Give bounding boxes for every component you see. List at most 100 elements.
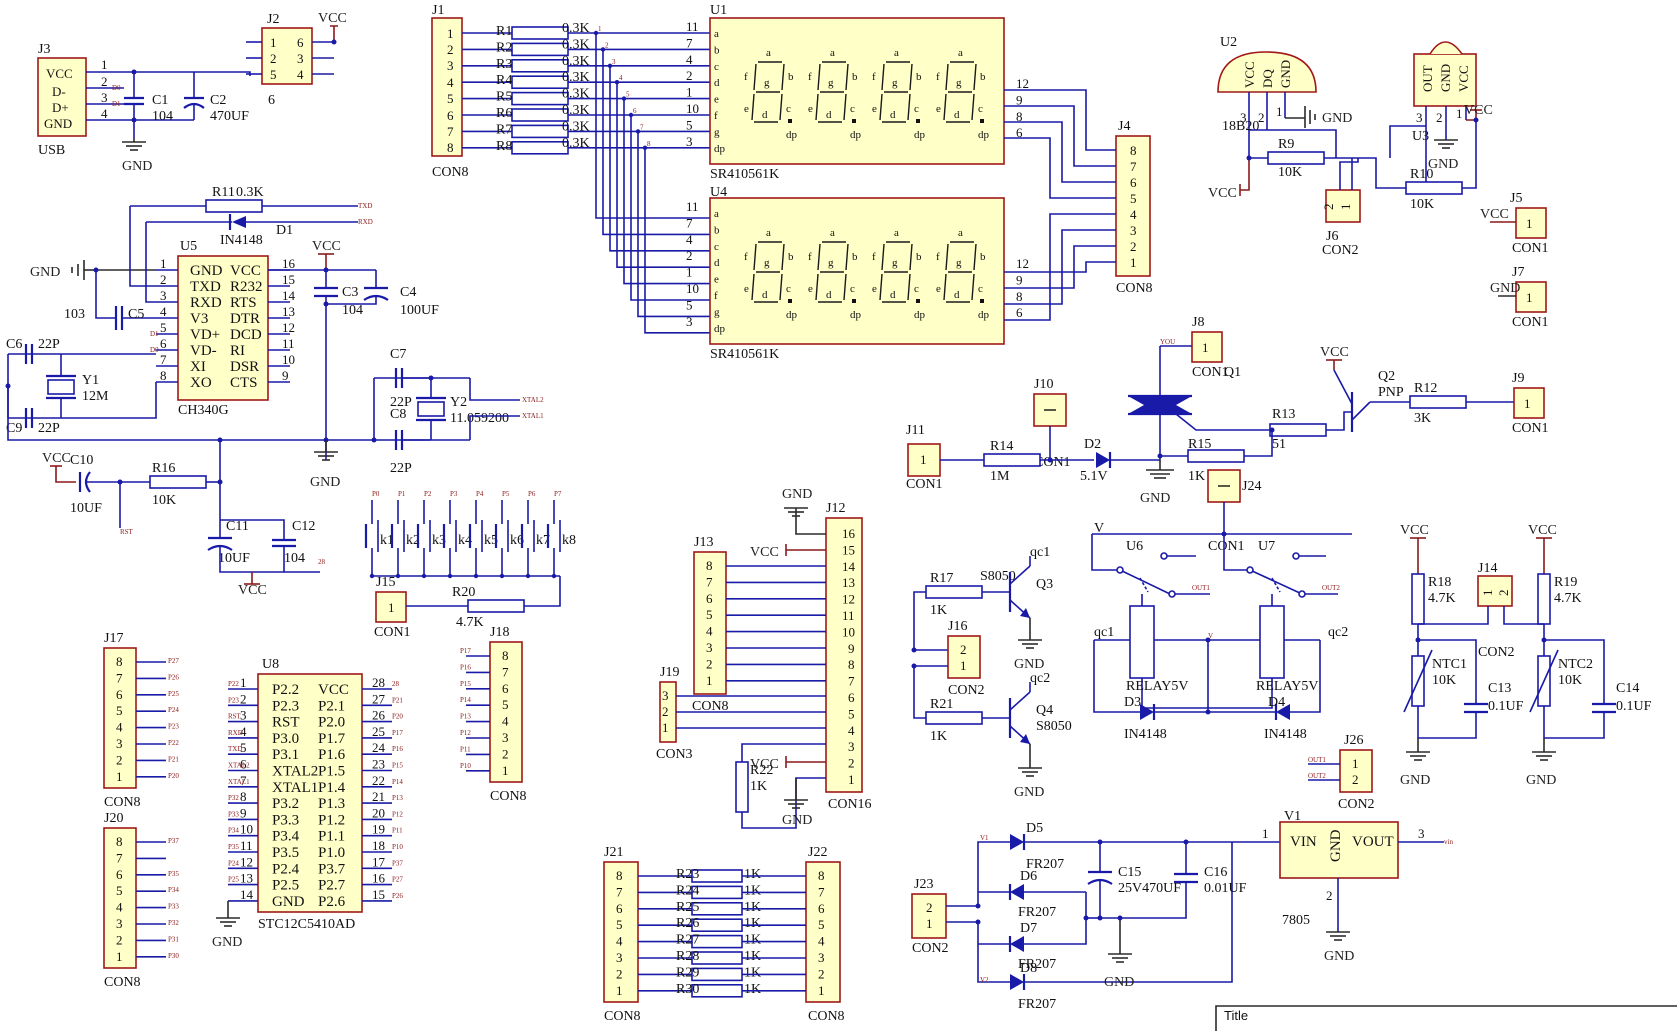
svg-text:6: 6 (848, 690, 855, 705)
svg-text:11: 11 (686, 199, 699, 214)
svg-text:e: e (714, 94, 719, 106)
svg-text:4: 4 (1130, 207, 1137, 222)
svg-text:5.1V: 5.1V (1080, 469, 1108, 484)
svg-text:5: 5 (447, 91, 454, 106)
svg-text:dp: dp (978, 309, 990, 321)
svg-text:11: 11 (842, 608, 855, 623)
svg-text:1: 1 (388, 600, 395, 615)
svg-text:a: a (766, 47, 771, 59)
svg-text:f: f (936, 251, 940, 263)
svg-text:b: b (980, 71, 986, 83)
svg-text:3: 3 (1240, 110, 1247, 125)
svg-text:CON8: CON8 (692, 699, 729, 714)
svg-text:14: 14 (282, 288, 296, 303)
svg-text:Q3: Q3 (1036, 577, 1053, 592)
svg-text:D0: D0 (112, 84, 121, 92)
svg-text:2: 2 (116, 932, 123, 947)
svg-text:8: 8 (1130, 143, 1137, 158)
svg-text:P26: P26 (168, 673, 179, 681)
svg-text:d: d (890, 289, 896, 301)
svg-text:CON8: CON8 (490, 789, 527, 804)
svg-text:GND: GND (782, 487, 812, 502)
svg-text:3: 3 (662, 688, 669, 703)
svg-text:19: 19 (372, 822, 385, 837)
svg-text:P1.6: P1.6 (318, 747, 346, 763)
svg-text:8: 8 (1016, 109, 1023, 124)
svg-text:k4: k4 (458, 533, 472, 548)
j5-j7-connectors: J5 1 CON1 VCC J7 1 CON1 GND (1480, 191, 1549, 330)
svg-text:VCC: VCC (46, 66, 73, 81)
svg-text:2: 2 (101, 74, 108, 89)
svg-text:P21: P21 (168, 755, 179, 763)
svg-text:13: 13 (842, 575, 855, 590)
svg-text:4: 4 (116, 720, 123, 735)
svg-text:P11: P11 (392, 827, 403, 835)
svg-text:P12: P12 (460, 729, 471, 737)
svg-text:0.1UF: 0.1UF (1616, 699, 1652, 714)
svg-text:C8: C8 (390, 407, 406, 422)
svg-text:10UF: 10UF (218, 551, 250, 566)
svg-text:OUT1: OUT1 (1308, 756, 1326, 764)
svg-text:1: 1 (1526, 290, 1533, 305)
svg-text:NTC2: NTC2 (1558, 657, 1593, 672)
svg-text:12: 12 (282, 320, 295, 335)
svg-text:VOUT: VOUT (1352, 834, 1394, 850)
svg-text:5: 5 (818, 917, 825, 932)
svg-text:1K: 1K (744, 916, 761, 931)
svg-text:1K: 1K (744, 883, 761, 898)
svg-text:GND: GND (1324, 949, 1354, 964)
svg-text:a: a (894, 227, 899, 239)
svg-text:7: 7 (1130, 159, 1137, 174)
svg-text:Y1: Y1 (82, 373, 99, 388)
svg-text:g: g (764, 257, 770, 269)
svg-text:J7: J7 (1512, 265, 1524, 280)
svg-text:P3.4: P3.4 (272, 829, 300, 845)
svg-text:VCC: VCC (318, 682, 349, 698)
svg-text:13: 13 (282, 304, 295, 319)
svg-text:CON8: CON8 (808, 1009, 845, 1024)
svg-text:RELAY5V: RELAY5V (1256, 679, 1319, 694)
svg-text:J23: J23 (914, 877, 933, 892)
svg-text:R232: R232 (230, 279, 263, 295)
svg-text:11: 11 (686, 19, 699, 34)
svg-text:e: e (808, 103, 813, 115)
svg-text:d: d (954, 289, 960, 301)
svg-text:GND: GND (44, 116, 72, 131)
svg-text:28: 28 (318, 558, 326, 566)
svg-text:GND: GND (190, 263, 223, 279)
svg-text:7: 7 (686, 215, 693, 230)
svg-text:g: g (892, 257, 898, 269)
svg-text:1K: 1K (750, 779, 767, 794)
svg-text:2: 2 (818, 966, 825, 981)
svg-text:VCC: VCC (750, 757, 779, 772)
svg-text:P2.3: P2.3 (272, 698, 299, 714)
svg-text:S8050: S8050 (980, 569, 1016, 584)
y2-crystal: C7 22P C8 22P Y2 11.059200 XTAL2 XTAL1 G… (310, 347, 544, 490)
svg-text:7: 7 (116, 670, 123, 685)
power-supply: J23 2 1 CON2 V1 V2 D5 FR207 D6 FR207 D7 … (911, 809, 1453, 1012)
svg-text:P4: P4 (476, 490, 484, 498)
svg-text:1: 1 (1352, 756, 1359, 771)
svg-text:R6: R6 (496, 106, 512, 121)
svg-text:R15: R15 (1188, 437, 1211, 452)
svg-text:b: b (980, 251, 986, 263)
svg-text:23: 23 (372, 757, 385, 772)
svg-text:R8: R8 (496, 139, 512, 154)
svg-text:10K: 10K (1558, 673, 1582, 688)
svg-text:P1.2: P1.2 (318, 812, 345, 828)
svg-text:3: 3 (240, 708, 247, 723)
svg-text:15: 15 (842, 542, 855, 557)
svg-text:SR410561K: SR410561K (710, 167, 779, 182)
svg-text:R24: R24 (676, 883, 699, 898)
svg-text:4: 4 (818, 934, 825, 949)
svg-text:e: e (808, 283, 813, 295)
svg-text:c: c (914, 103, 919, 115)
svg-text:GND: GND (1014, 657, 1044, 672)
svg-text:P15: P15 (460, 680, 471, 688)
svg-text:R25: R25 (676, 900, 699, 915)
svg-text:GND: GND (1438, 64, 1453, 92)
svg-text:e: e (872, 103, 877, 115)
svg-text:10: 10 (240, 822, 253, 837)
